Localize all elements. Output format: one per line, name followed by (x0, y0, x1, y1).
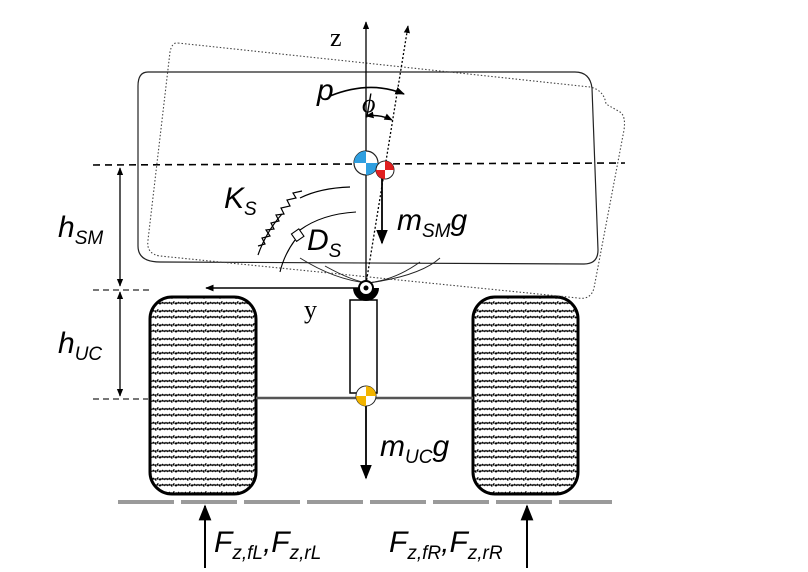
right-contact-force-label: Fz,fR,Fz,rR (389, 526, 503, 564)
rolled-center-of-gravity-icon (375, 160, 395, 180)
roll-rate-arrow (329, 86, 405, 97)
tire-icon (148, 295, 258, 496)
y-axis-label: y (304, 295, 317, 324)
spring-icon (257, 186, 351, 256)
roll-angle-label: ϕ (362, 89, 375, 118)
sprung-mass-body (137, 71, 599, 265)
rolled-body-outline (147, 42, 626, 299)
unsprung-weight-label: mUCg (380, 430, 449, 468)
left-contact-force-label: Fz,fL,Fz,rL (214, 526, 321, 564)
z-axis-label: z (330, 23, 342, 52)
right-tire (471, 295, 580, 496)
spring-label: KS (224, 182, 257, 220)
roll-center-icon (353, 280, 379, 301)
h-uc-label: hUC (58, 327, 102, 365)
damper-icon (279, 211, 357, 273)
center-of-gravity-icon (353, 150, 379, 176)
sprung-weight-label: mSMg (397, 204, 468, 242)
damper-label: DS (307, 224, 342, 262)
tire-icon (471, 295, 580, 496)
left-tire (148, 295, 258, 496)
h-sm-label: hSM (58, 211, 103, 249)
rolled-z-axis (365, 25, 410, 285)
roll-angle-arc (365, 111, 393, 121)
unsprung-center-of-gravity-icon (355, 385, 377, 407)
roll-rate-label: p (316, 74, 334, 107)
suspension-strut (349, 299, 378, 394)
body-mount-curves (299, 257, 441, 284)
